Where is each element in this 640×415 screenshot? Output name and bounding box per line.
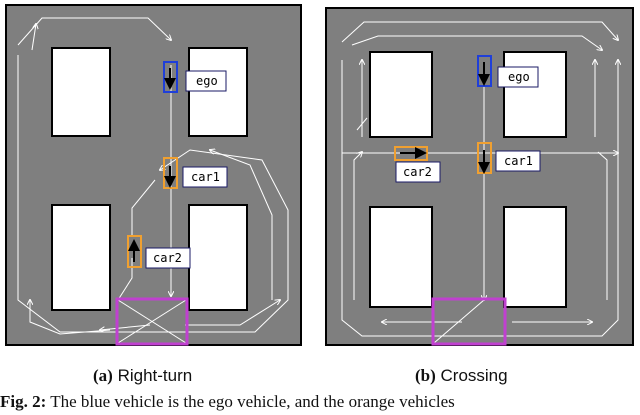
svg-text:car1: car1 — [191, 170, 220, 184]
car2-vehicle — [394, 146, 428, 161]
label-car1: car1 — [495, 150, 541, 172]
car2-vehicle — [127, 235, 142, 268]
goal-zone — [115, 297, 189, 346]
label-ego: ego — [497, 66, 539, 88]
route-paths — [341, 21, 618, 337]
subcaption-b-letter: (b) — [415, 366, 436, 385]
svg-text:ego: ego — [196, 74, 218, 88]
subcaption-a-title: Right-turn — [117, 366, 193, 385]
subcaption-b: (b) Crossing — [415, 366, 508, 386]
subcaption-a-letter: (a) — [93, 366, 113, 385]
svg-text:ego: ego — [508, 70, 530, 84]
figure-caption-label: Fig. 2: — [0, 392, 47, 411]
subcaption-a: (a) Right-turn — [93, 366, 192, 386]
goal-zone — [431, 297, 507, 346]
city-block — [51, 47, 111, 137]
city-block — [188, 204, 248, 311]
panel-crossing: ego car1 car2 — [322, 0, 640, 356]
label-car1: car1 — [182, 166, 228, 188]
city-block — [503, 206, 567, 308]
city-block — [503, 51, 567, 138]
svg-text:car2: car2 — [403, 165, 432, 179]
crossing-map: ego car1 car2 — [325, 7, 634, 346]
ego-vehicle — [477, 55, 492, 87]
label-car2: car2 — [145, 247, 191, 269]
city-block — [51, 204, 111, 311]
figure-caption-text: The blue vehicle is the ego vehicle, and… — [50, 392, 455, 411]
svg-text:car1: car1 — [504, 154, 533, 168]
subcaption-b-title: Crossing — [440, 366, 508, 385]
city-block — [188, 47, 248, 137]
figure-caption: Fig. 2: The blue vehicle is the ego vehi… — [0, 392, 640, 412]
ego-vehicle — [163, 61, 178, 93]
city-block — [369, 206, 433, 308]
panel-right-turn: ego car1 car2 — [0, 0, 310, 356]
svg-text:car2: car2 — [153, 251, 182, 265]
label-car2: car2 — [395, 161, 441, 183]
goal-cross-paths — [117, 299, 187, 344]
city-block — [369, 51, 433, 138]
right-turn-map: ego car1 car2 — [5, 4, 302, 346]
label-ego: ego — [185, 70, 227, 92]
road-area — [5, 4, 302, 346]
car1-vehicle — [163, 157, 178, 189]
